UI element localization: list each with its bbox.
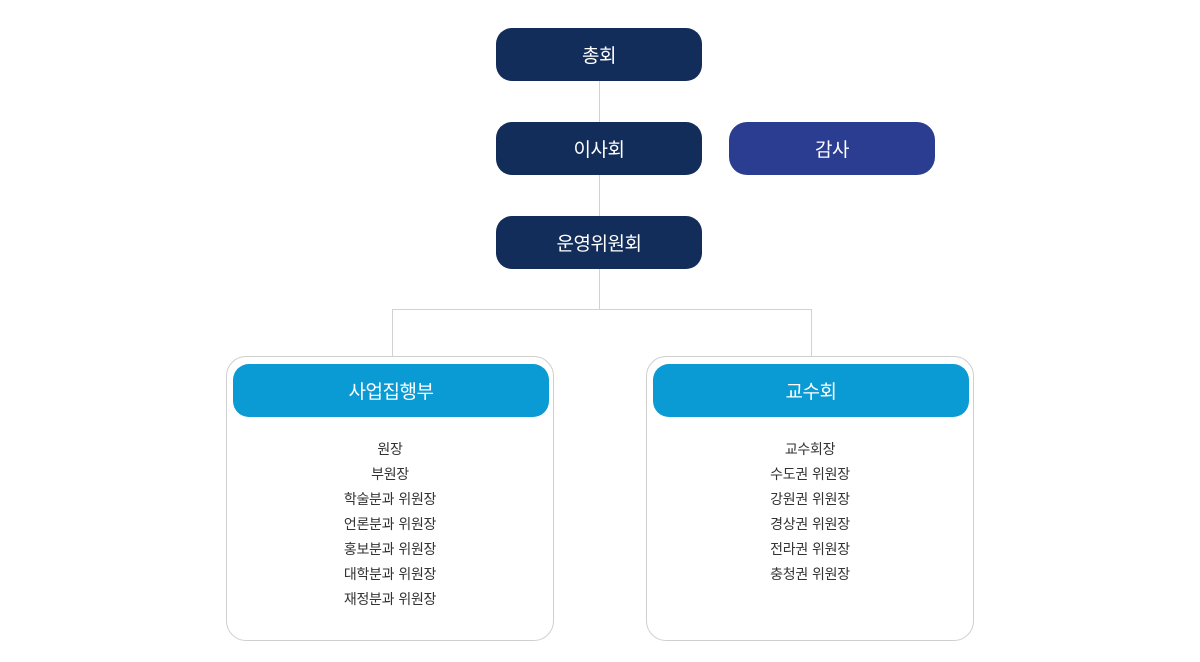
list-item: 충청권 위원장 (770, 567, 850, 583)
list-item: 홍보분과 위원장 (343, 542, 437, 558)
connector-to-executive (392, 309, 393, 357)
connector-assembly-board (599, 80, 600, 122)
faculty-roles-list: 교수회장 수도권 위원장 강원권 위원장 경상권 위원장 전라권 위원장 충청권… (647, 438, 973, 588)
general-assembly-node: 총회 (496, 28, 702, 81)
connector-board-steering (599, 174, 600, 216)
list-item: 재정분과 위원장 (343, 592, 437, 608)
list-item: 전라권 위원장 (770, 542, 850, 558)
auditor-node: 감사 (729, 122, 935, 175)
faculty-header: 교수회 (653, 364, 969, 417)
list-item: 언론분과 위원장 (343, 517, 437, 533)
list-item: 경상권 위원장 (770, 517, 850, 533)
connector-horizontal (392, 309, 812, 310)
faculty-panel: 교수회 교수회장 수도권 위원장 강원권 위원장 경상권 위원장 전라권 위원장… (646, 356, 974, 641)
steering-committee-node: 운영위원회 (496, 216, 702, 269)
executive-header: 사업집행부 (233, 364, 549, 417)
connector-to-faculty (811, 309, 812, 357)
executive-roles-list: 원장 부원장 학술분과 위원장 언론분과 위원장 홍보분과 위원장 대학분과 위… (227, 438, 553, 613)
list-item: 강원권 위원장 (770, 492, 850, 508)
list-item: 교수회장 (784, 442, 836, 458)
list-item: 원장 (377, 442, 403, 458)
list-item: 수도권 위원장 (770, 467, 850, 483)
connector-steering-down (599, 268, 600, 309)
list-item: 대학분과 위원장 (343, 567, 437, 583)
list-item: 부원장 (371, 467, 409, 483)
list-item: 학술분과 위원장 (343, 492, 437, 508)
board-node: 이사회 (496, 122, 702, 175)
executive-panel: 사업집행부 원장 부원장 학술분과 위원장 언론분과 위원장 홍보분과 위원장 … (226, 356, 554, 641)
